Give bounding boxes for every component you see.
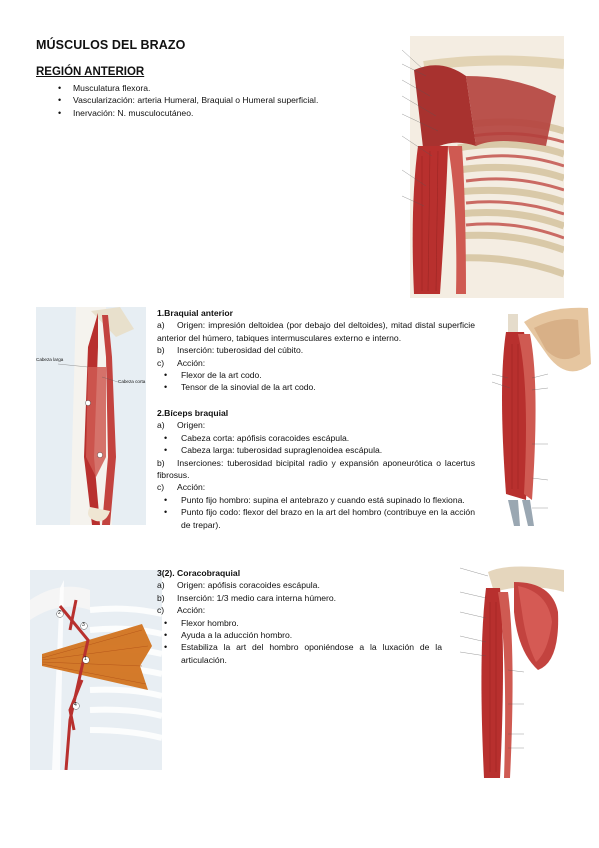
braquial-heading: 1.Braquial anterior <box>157 308 233 318</box>
section-title: REGIÓN ANTERIOR <box>36 66 145 78</box>
list-item: Cabeza larga: tuberosidad supraglenoidea… <box>157 444 475 457</box>
list-item: Cabeza corta: apófisis coracoides escápu… <box>157 432 475 445</box>
fig-number-4: 4 <box>74 702 77 708</box>
list-item: Flexor hombro. <box>157 617 442 630</box>
coracobraquial-acciones: Flexor hombro. Ayuda a la aducción hombr… <box>157 617 442 667</box>
list-item: Flexor de la art codo. <box>157 369 475 382</box>
coracobrachialis-diagram: 2 3 1 4 <box>30 570 162 770</box>
biceps-accion: c)Acción: <box>157 482 206 493</box>
list-item: Tensor de la sinovial de la art codo. <box>157 381 475 394</box>
fig-number-1: 1 <box>84 656 87 662</box>
list-item: Musculatura flexora. <box>55 82 355 95</box>
fig-number-2: 2 <box>58 610 61 616</box>
biceps-illustration: Cabeza larga Cabeza corta <box>36 307 146 525</box>
list-item: Punto fijo codo: flexor del brazo en la … <box>157 506 475 531</box>
biceps-origenes: Cabeza corta: apófisis coracoides escápu… <box>157 432 475 457</box>
list-item: Estabiliza la art del hombro oponiéndose… <box>157 641 442 666</box>
coracobrachialis-shoulder-illustration <box>448 552 564 780</box>
biceps-acciones: Punto fijo hombro: supina el antebrazo y… <box>157 494 475 531</box>
page-title: MÚSCULOS DEL BRAZO <box>36 38 186 52</box>
braquial-insercion: b)Inserción: tuberosidad del cúbito. <box>157 345 304 356</box>
braquial-anterior-section: 1.Braquial anterior a)Origen: impresión … <box>157 307 475 394</box>
biceps-shoulder-illustration <box>478 304 591 530</box>
coracobraquial-section: 3(2). Coracobraquial a)Origen: apófisis … <box>157 567 442 666</box>
list-item: Inervación: N. musculocutáneo. <box>55 107 355 120</box>
label-long-head: Cabeza larga <box>36 357 64 362</box>
list-item: Vascularización: arteria Humeral, Braqui… <box>55 94 355 107</box>
biceps-heading: 2.Bíceps braquial <box>157 408 229 418</box>
coracobraquial-heading: 3(2). Coracobraquial <box>157 568 241 578</box>
braquial-origen: a)Origen: impresión deltoidea (por debaj… <box>157 320 475 343</box>
list-item: Ayuda a la aducción hombro. <box>157 629 442 642</box>
arm-anatomy-illustration <box>366 36 564 298</box>
biceps-origen: a)Origen: <box>157 420 206 431</box>
intro-list: Musculatura flexora. Vascularización: ar… <box>55 82 355 120</box>
braquial-acciones: Flexor de la art codo. Tensor de la sino… <box>157 369 475 394</box>
braquial-accion: c)Acción: <box>157 357 206 368</box>
biceps-insercion: b)Inserciones: tuberosidad bicipital rad… <box>157 457 475 481</box>
biceps-braquial-section: 2.Bíceps braquial a)Origen: Cabeza corta… <box>157 407 475 531</box>
label-short-head: Cabeza corta <box>118 379 146 384</box>
fig-number-3: 3 <box>82 622 85 628</box>
coracobraquial-insercion: b)Inserción: 1/3 medio cara interna húme… <box>157 592 337 603</box>
list-item: Punto fijo hombro: supina el antebrazo y… <box>157 494 475 507</box>
coracobraquial-origen: a)Origen: apófisis coracoides escápula. <box>157 580 320 591</box>
coracobraquial-accion: c)Acción: <box>157 605 206 616</box>
